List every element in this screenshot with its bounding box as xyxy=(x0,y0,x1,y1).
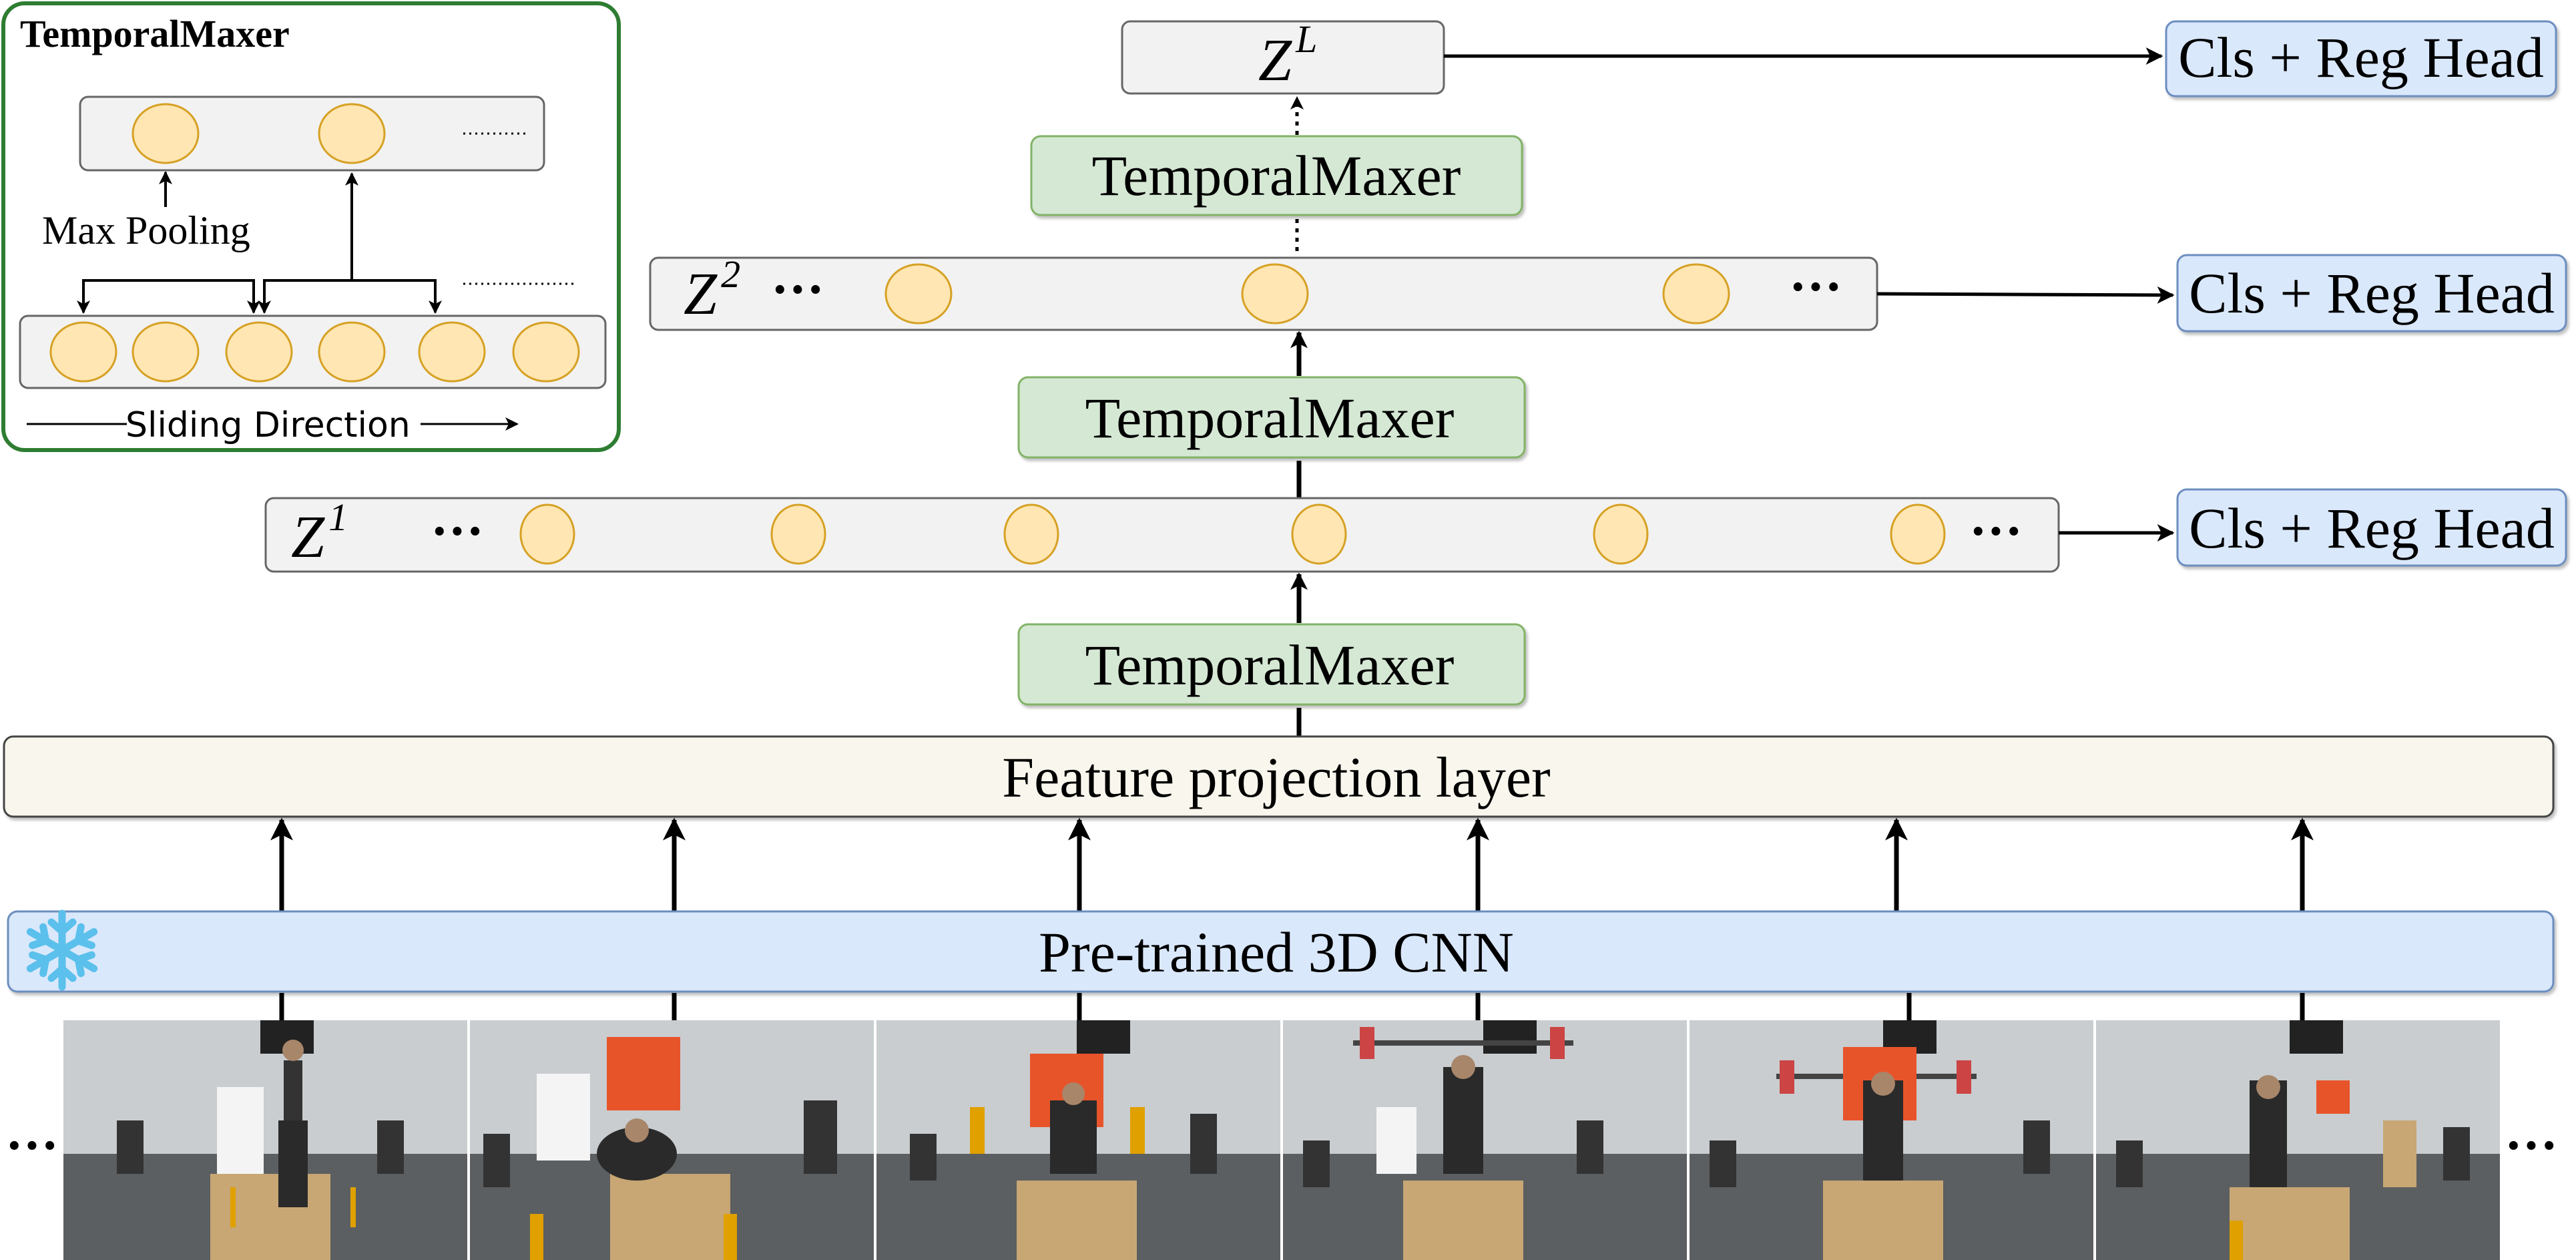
level-z2-feature xyxy=(1662,263,1730,325)
cnn-label: Pre-trained 3D CNN xyxy=(1039,920,1514,984)
inset-input-feature xyxy=(49,321,117,383)
maxer-mid-label: TemporalMaxer xyxy=(1085,386,1455,450)
inset-input-feature xyxy=(418,321,486,383)
head-zl: Cls + Reg Head xyxy=(2165,20,2557,97)
frame-to-cnn-connectors xyxy=(279,993,2305,1022)
maxer-bottom-box xyxy=(1017,623,1526,706)
level-z1-feature xyxy=(770,503,826,565)
head-z1-box xyxy=(2176,488,2567,567)
cnn-to-projection-arrows xyxy=(270,817,2314,911)
head-z2: Cls + Reg Head xyxy=(2176,254,2567,333)
level-z2-feature xyxy=(1241,263,1309,325)
video-frame xyxy=(1690,1020,2093,1260)
projection-label: Feature projection layer xyxy=(1002,745,1550,809)
inset-pooled-feature xyxy=(318,103,386,164)
snowflake-icon xyxy=(26,909,98,991)
projection-box xyxy=(3,735,2555,818)
video-frame xyxy=(63,1020,467,1260)
head-z1-label: Cls + Reg Head xyxy=(2189,496,2555,560)
temporalmaxer-block-mid: TemporalMaxer xyxy=(1017,376,1526,459)
video-frame xyxy=(2096,1020,2500,1260)
feature-projection-layer: Feature projection layer xyxy=(3,735,2555,818)
inset-input-feature xyxy=(225,321,293,383)
inset-title: TemporalMaxer xyxy=(20,12,290,55)
head-zl-box xyxy=(2165,20,2557,97)
level-z2-trailing-ellipsis: ··· xyxy=(1789,258,1842,317)
level-z2-to-head-arrow xyxy=(1876,286,2175,304)
video-frame xyxy=(876,1020,1280,1260)
temporalmaxer-block-bottom: TemporalMaxer xyxy=(1017,623,1526,706)
head-z1: Cls + Reg Head xyxy=(2176,488,2567,567)
maxer-mid-box xyxy=(1017,376,1526,459)
inset-input-feature xyxy=(318,321,386,383)
level-z1-feature xyxy=(1003,503,1059,565)
frames-left-ellipsis: ··· xyxy=(5,1116,59,1175)
head-z2-label: Cls + Reg Head xyxy=(2189,261,2555,325)
video-frame xyxy=(470,1020,874,1260)
inset-pooled-feature xyxy=(132,103,200,164)
level-z1-feature xyxy=(1291,503,1347,565)
level-z1-feature xyxy=(1890,503,1946,565)
maxer-top-box xyxy=(1030,135,1523,216)
level-z1-leading-ellipsis: ··· xyxy=(431,502,484,561)
level-z2-leading-ellipsis: ··· xyxy=(771,260,824,319)
cnn-box xyxy=(7,910,2555,993)
inset-input-feature xyxy=(132,321,200,383)
level-z1-feature xyxy=(1593,503,1649,565)
inset-direction-label: Sliding Direction xyxy=(125,405,411,445)
temporalmaxer-block-top: TemporalMaxer xyxy=(1030,135,1523,216)
frames-right-ellipsis: ··· xyxy=(2505,1116,2558,1175)
video-frame xyxy=(1283,1020,1687,1260)
pretrained-3d-cnn: Pre-trained 3D CNN xyxy=(7,909,2555,993)
level-z1-trailing-ellipsis: ··· xyxy=(1969,502,2023,561)
head-z2-box xyxy=(2176,254,2567,333)
inset-pooled-row xyxy=(79,95,545,172)
maxer-bottom-label: TemporalMaxer xyxy=(1085,633,1455,697)
level-z2-feature xyxy=(884,263,953,325)
level-z1-feature xyxy=(519,503,575,565)
temporalmaxer-inset: TemporalMaxer Max Pooling Sliding Direct… xyxy=(1,1,621,452)
head-zl-label: Cls + Reg Head xyxy=(2178,25,2544,89)
inset-input-feature xyxy=(512,321,580,383)
maxer-top-label: TemporalMaxer xyxy=(1092,144,1461,208)
inset-max-pooling-label: Max Pooling xyxy=(42,208,250,252)
